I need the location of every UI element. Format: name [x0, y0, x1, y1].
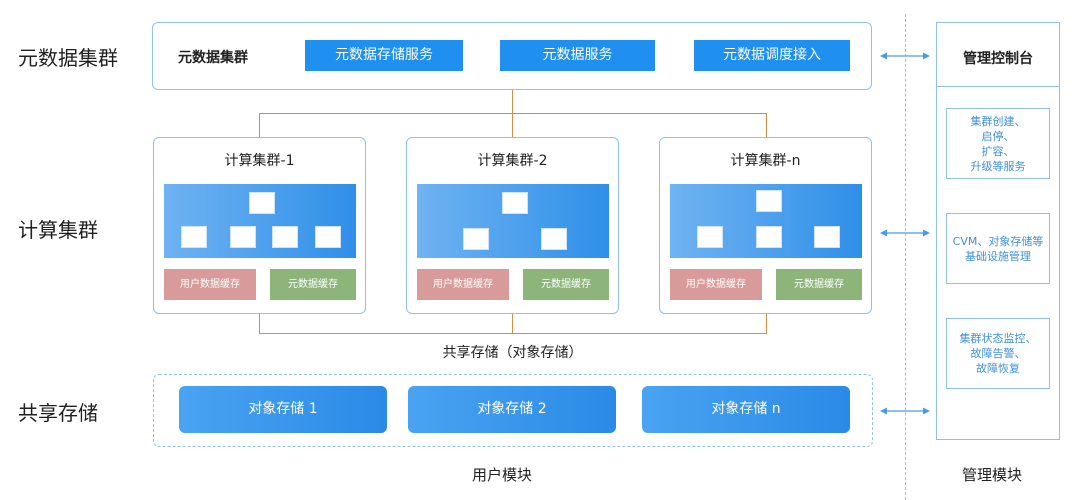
compute-node: [502, 192, 528, 214]
object-storage-2: 对象存储 2: [408, 386, 616, 433]
bidirectional-arrow-icon: [880, 52, 930, 60]
compute-node: [541, 228, 567, 250]
object-storage-n: 对象存储 n: [642, 386, 850, 433]
compute-node: [315, 226, 341, 248]
connector-top-horizontal: [259, 113, 767, 114]
user-data-cache: 用户数据缓存: [164, 269, 256, 300]
metadata-cache: 元数据缓存: [523, 269, 609, 300]
connector-top-n: [766, 113, 767, 137]
connector-bottom-2: [512, 314, 513, 334]
metadata-scheduling-access: 元数据调度接入: [694, 40, 850, 71]
compute-cluster-title: 计算集群-2: [477, 153, 548, 169]
connector-metadata-down: [512, 90, 513, 113]
management-console-title: 管理控制台: [963, 51, 1033, 67]
row-label-shared-storage: 共享存储: [18, 401, 98, 425]
compute-node: [814, 226, 840, 248]
row-label-compute: 计算集群: [18, 218, 98, 242]
user-data-cache: 用户数据缓存: [670, 269, 762, 300]
metadata-service: 元数据服务: [500, 40, 655, 71]
compute-cluster-2: 计算集群-2 用户数据缓存 元数据缓存: [406, 137, 619, 314]
bidirectional-arrow-icon: [880, 407, 930, 415]
connector-top-1: [259, 113, 260, 137]
compute-node: [249, 192, 275, 214]
compute-node: [272, 226, 298, 248]
compute-cluster-title: 计算集群-1: [224, 153, 295, 169]
connector-bottom-1: [259, 314, 260, 334]
compute-nodes-area: [164, 184, 356, 258]
user-module-label: 用户模块: [472, 466, 533, 484]
row-label-metadata: 元数据集群: [18, 46, 118, 70]
metadata-cluster-title: 元数据集群: [178, 50, 248, 66]
compute-node: [697, 226, 723, 248]
compute-nodes-area: [670, 184, 862, 258]
connector-top-2: [512, 113, 513, 137]
management-title-divider: [936, 86, 1060, 87]
compute-node: [230, 226, 256, 248]
management-module-label: 管理模块: [962, 466, 1023, 484]
metadata-cluster-panel: 元数据集群 元数据存储服务 元数据服务 元数据调度接入: [152, 22, 872, 90]
connector-bottom-n: [766, 314, 767, 334]
compute-node: [463, 228, 489, 250]
mgmt-infrastructure: CVM、对象存储等 基础设施管理: [946, 213, 1050, 284]
compute-node: [756, 226, 782, 248]
compute-node: [181, 226, 207, 248]
compute-nodes-area: [417, 184, 609, 258]
connector-bottom-horizontal: [259, 333, 767, 334]
shared-storage-panel: [153, 374, 873, 447]
user-data-cache: 用户数据缓存: [417, 269, 509, 300]
shared-storage-label: 共享存储（对象存储）: [442, 345, 583, 361]
module-divider: [905, 14, 906, 500]
management-console-panel: [936, 22, 1060, 440]
metadata-cache: 元数据缓存: [776, 269, 862, 300]
compute-node: [756, 190, 782, 212]
mgmt-cluster-lifecycle: 集群创建、 启停、 扩容、 升级等服务: [946, 108, 1050, 179]
compute-cluster-n: 计算集群-n 用户数据缓存 元数据缓存: [659, 137, 872, 314]
metadata-storage-service: 元数据存储服务: [305, 40, 463, 71]
compute-cluster-1: 计算集群-1 用户数据缓存 元数据缓存: [153, 137, 366, 314]
object-storage-1: 对象存储 1: [179, 386, 387, 433]
bidirectional-arrow-icon: [880, 229, 930, 237]
compute-cluster-title: 计算集群-n: [730, 153, 801, 169]
mgmt-monitoring: 集群状态监控、 故障告警、 故障恢复: [946, 318, 1050, 389]
metadata-cache: 元数据缓存: [270, 269, 356, 300]
